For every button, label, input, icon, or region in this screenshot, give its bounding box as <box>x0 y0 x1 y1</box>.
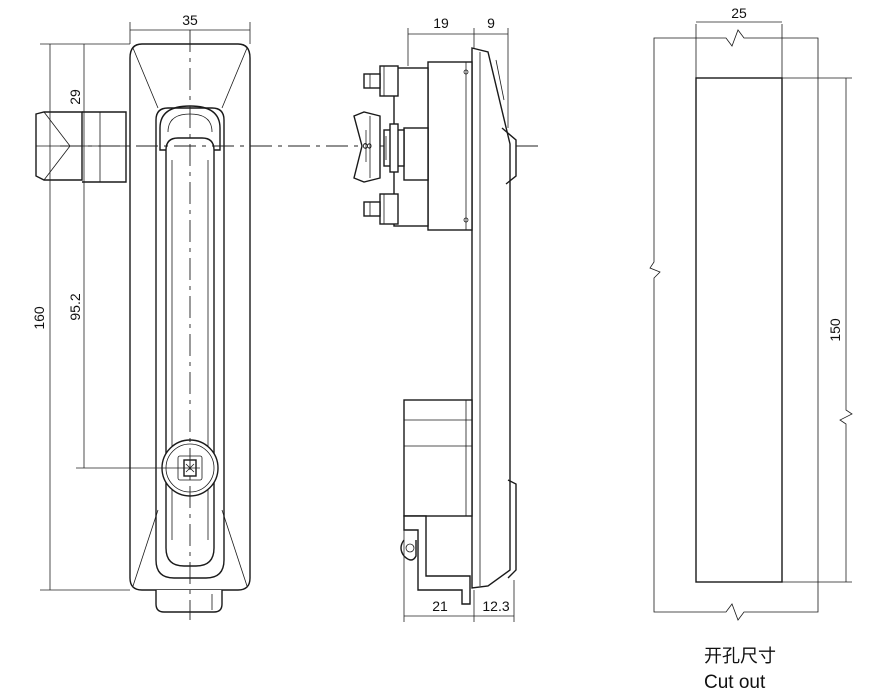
dim-19: 19 <box>433 15 449 31</box>
front-dimensions: 35 160 29 95.2 <box>31 12 251 591</box>
dim-160: 160 <box>31 306 47 330</box>
dim-95-2: 95.2 <box>67 293 83 320</box>
dim-12-3: 12.3 <box>482 598 509 614</box>
cutout-caption-en: Cut out <box>704 672 766 693</box>
cutout-width-dim: 25 <box>731 5 747 21</box>
dim-9: 9 <box>487 15 495 31</box>
dim-35: 35 <box>182 12 198 28</box>
dim-21: 21 <box>432 598 448 614</box>
dim-29: 29 <box>67 89 83 105</box>
side-view: 8 <box>353 47 517 605</box>
side-dimensions: 19 9 21 12.3 <box>403 15 515 622</box>
dim-8: 8 <box>360 143 374 150</box>
cutout-caption-cn: 开孔尺寸 <box>704 646 776 667</box>
cutout-height-dim: 150 <box>827 318 843 342</box>
front-view <box>35 43 251 613</box>
cutout-view: 25 150 开孔尺寸 Cut out <box>649 5 853 693</box>
